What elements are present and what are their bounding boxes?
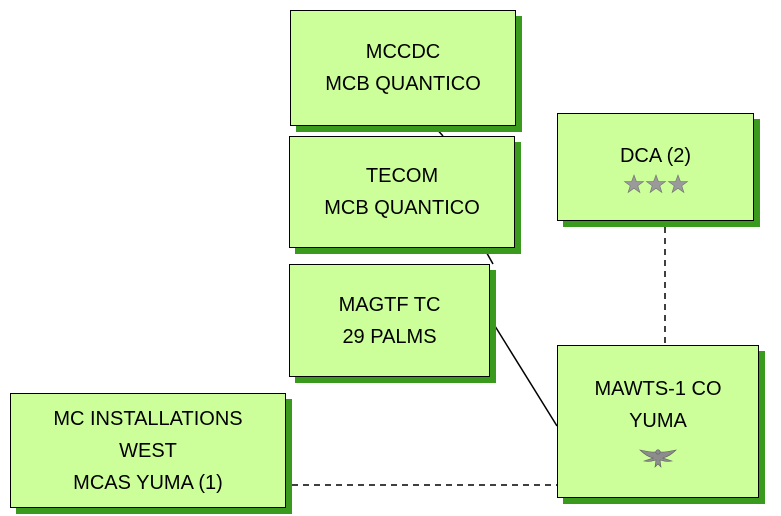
node-mciw-line-2: WEST bbox=[119, 439, 177, 462]
node-magtf-line-1: MAGTF TC bbox=[338, 293, 441, 316]
node-mccdc: MCCDC MCB QUANTICO bbox=[290, 10, 516, 126]
eagle-insignia-icon bbox=[639, 448, 677, 468]
node-magtf: MAGTF TC 29 PALMS bbox=[289, 264, 490, 377]
node-mccdc-line-1: MCCDC bbox=[365, 41, 441, 63]
node-mccdc-line-2: MCB QUANTICO bbox=[325, 73, 481, 95]
node-mawts-line-1: MAWTS-1 CO bbox=[594, 377, 722, 400]
node-mciw-line-1: MC INSTALLATIONS bbox=[53, 407, 243, 430]
node-dca-line-1: DCA (2) bbox=[619, 145, 692, 167]
node-mawts-line-2: YUMA bbox=[629, 409, 687, 432]
node-magtf-line-2: 29 PALMS bbox=[342, 325, 437, 348]
node-mawts: MAWTS-1 CO YUMA bbox=[557, 345, 759, 498]
node-tecom-line-2: MCB QUANTICO bbox=[324, 197, 480, 219]
edge-mccdc-mawts-upper bbox=[433, 125, 444, 137]
node-mc-installations-west: MC INSTALLATIONS WEST MCAS YUMA (1) bbox=[10, 393, 286, 508]
edge-mccdc-mawts-middle bbox=[483, 247, 494, 265]
edge-mccdc-mawts-lower bbox=[489, 317, 558, 427]
node-tecom: TECOM MCB QUANTICO bbox=[289, 136, 515, 248]
node-dca: DCA (2) bbox=[557, 113, 754, 221]
node-mciw-line-3: MCAS YUMA (1) bbox=[73, 471, 223, 494]
three-star-icon bbox=[623, 174, 688, 194]
node-tecom-line-1: TECOM bbox=[365, 165, 439, 187]
